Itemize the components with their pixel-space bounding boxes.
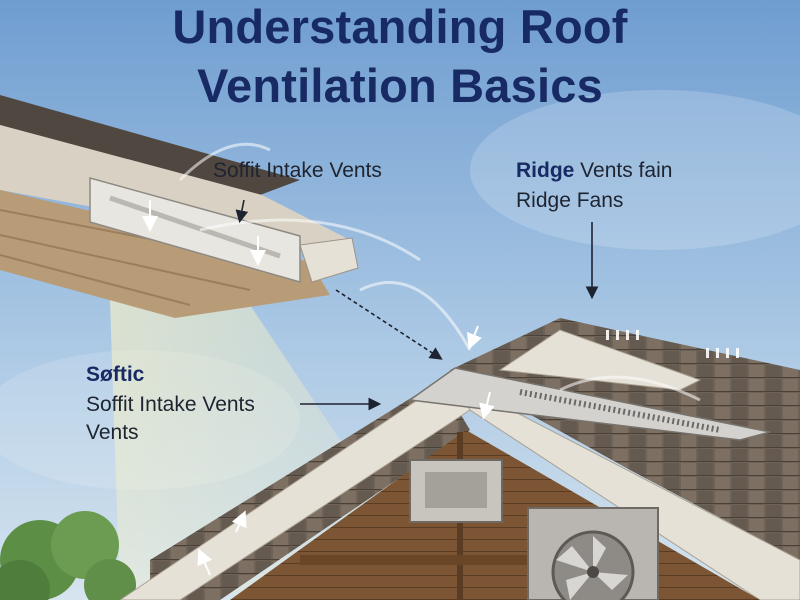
arrow-icon	[142, 200, 495, 576]
label-soffit-intake-top: Soffit Intake Vents	[213, 159, 382, 182]
eave-overhang	[0, 95, 359, 318]
pointer-arrows	[235, 199, 599, 411]
label-ridge-vents: Ridge Vents fain	[516, 158, 672, 184]
label-ridge-rest: Vents fain	[574, 159, 673, 182]
label-vents: Vents	[86, 421, 139, 444]
label-ridge-fans: Ridge Fans	[516, 189, 624, 212]
gable-vent	[409, 459, 503, 523]
vent-icon	[407, 367, 771, 441]
page-title-line-1: Understanding Roof	[172, 0, 628, 53]
page-title-line-2: Ventilation Basics	[197, 59, 603, 112]
label-ridge-bold: Ridge	[516, 159, 575, 182]
airflow-swooshes	[178, 142, 701, 402]
tree-icon	[0, 511, 136, 600]
label-soffit-intake-left: Soffit Intake Vents	[86, 393, 255, 416]
roof-vent-marks	[606, 330, 739, 358]
fan-icon	[527, 507, 659, 600]
label-softic-heading: Søftic	[86, 363, 145, 386]
